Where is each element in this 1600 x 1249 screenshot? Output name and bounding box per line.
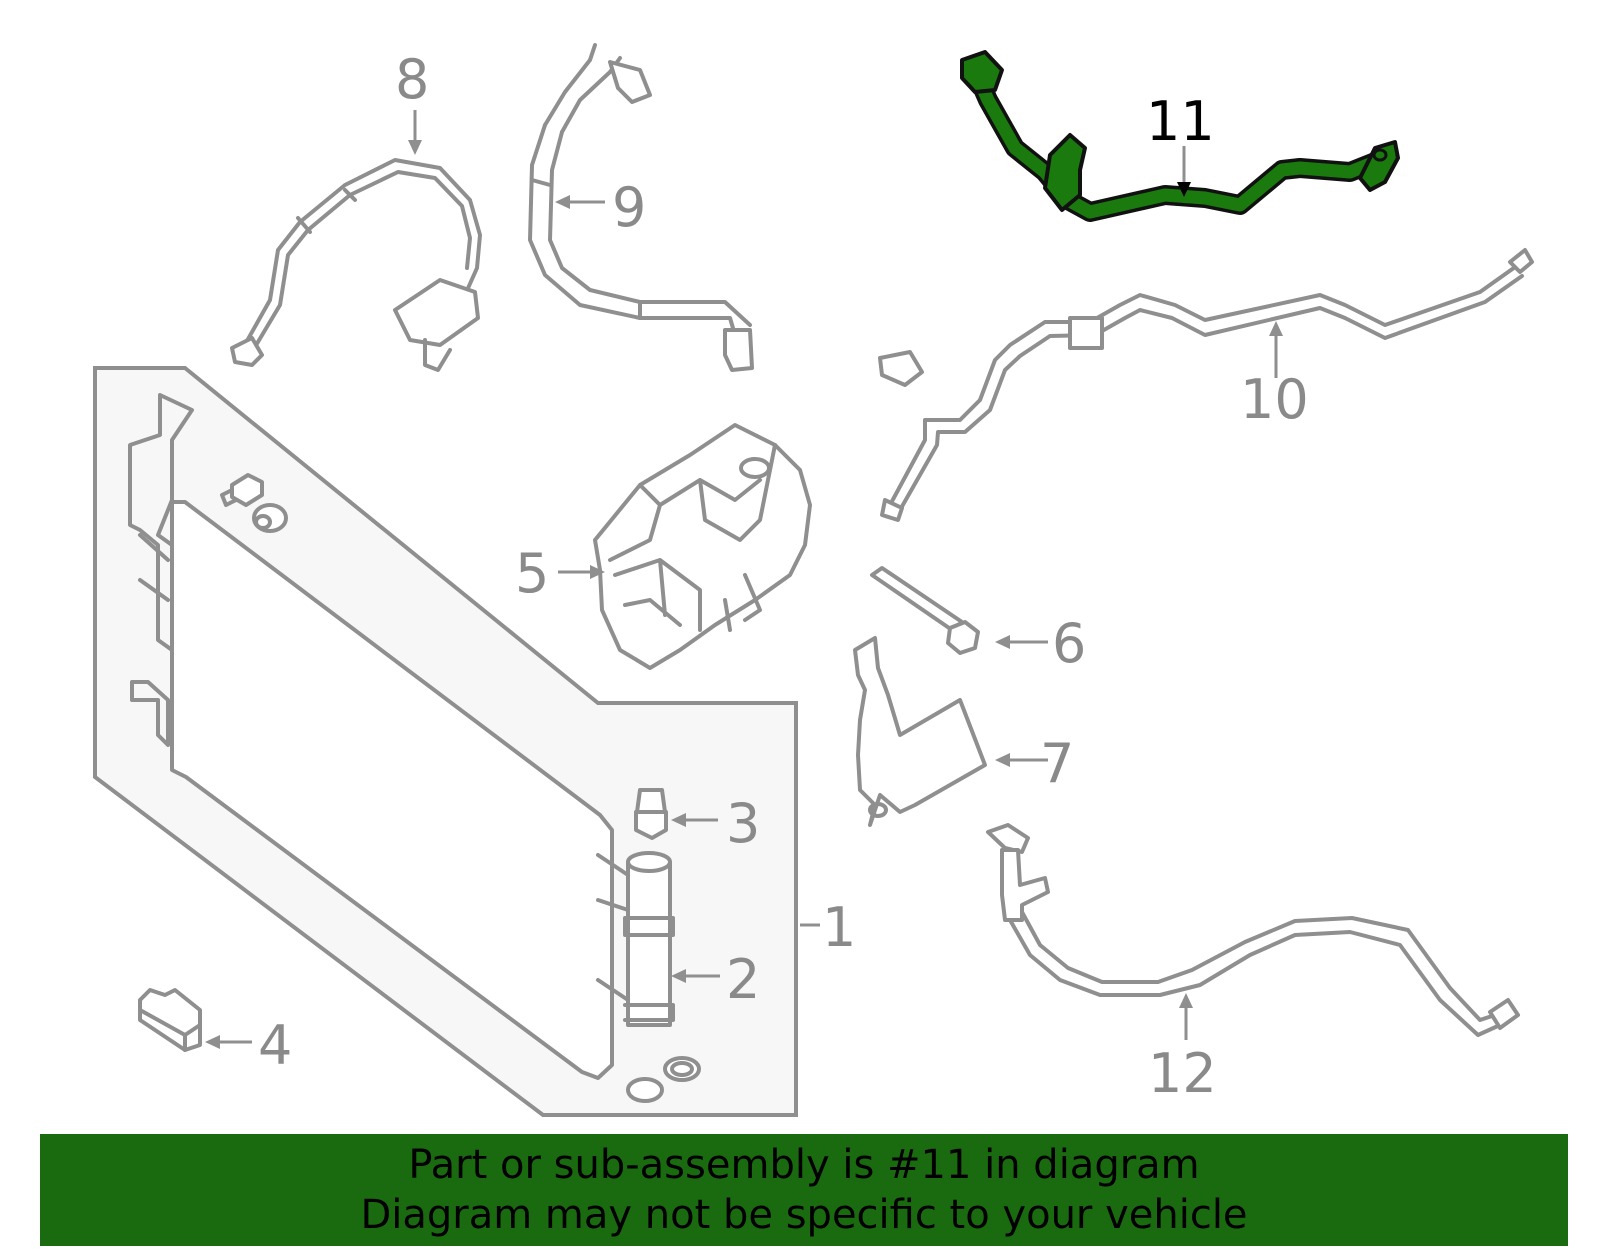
part-7-bracket[interactable]	[853, 636, 987, 827]
callout-label-10: 10	[1240, 368, 1309, 431]
part-8-hose[interactable]	[230, 158, 482, 372]
part-1-condenser[interactable]	[93, 366, 798, 1117]
part-2-receiver-drier[interactable]	[596, 851, 701, 1103]
callout-label-7: 7	[1040, 732, 1074, 795]
parts-diagram: 8 9 11 10 5 6 7 3 1 2 4 12	[93, 43, 1534, 1117]
part-4-bracket[interactable]	[138, 988, 202, 1052]
banner-line-2: Diagram may not be specific to your vehi…	[360, 1192, 1248, 1238]
callout-label-12: 12	[1148, 1042, 1217, 1105]
callout-label-5: 5	[515, 542, 549, 605]
part-5-compressor[interactable]	[593, 423, 812, 670]
callout-label-1: 1	[822, 896, 856, 959]
part-10-pipe[interactable]	[878, 248, 1534, 522]
label-leaders	[205, 110, 1283, 1049]
part-9-hose[interactable]	[528, 43, 754, 372]
info-banner: Part or sub-assembly is #11 in diagram D…	[40, 1134, 1568, 1246]
callout-label-2: 2	[726, 948, 760, 1011]
part-12-pipe[interactable]	[986, 823, 1520, 1037]
callout-label-3: 3	[726, 792, 760, 855]
part-11-highlighted-pipe[interactable]	[960, 50, 1400, 222]
callout-label-11: 11	[1146, 90, 1215, 153]
callout-label-8: 8	[395, 48, 429, 111]
callout-label-4: 4	[258, 1014, 292, 1077]
callout-label-9: 9	[612, 176, 646, 239]
callout-label-6: 6	[1052, 612, 1086, 675]
banner-line-1: Part or sub-assembly is #11 in diagram	[408, 1142, 1200, 1188]
part-6-bolt[interactable]	[870, 566, 980, 655]
part-3-pressure-sensor[interactable]	[634, 788, 668, 840]
